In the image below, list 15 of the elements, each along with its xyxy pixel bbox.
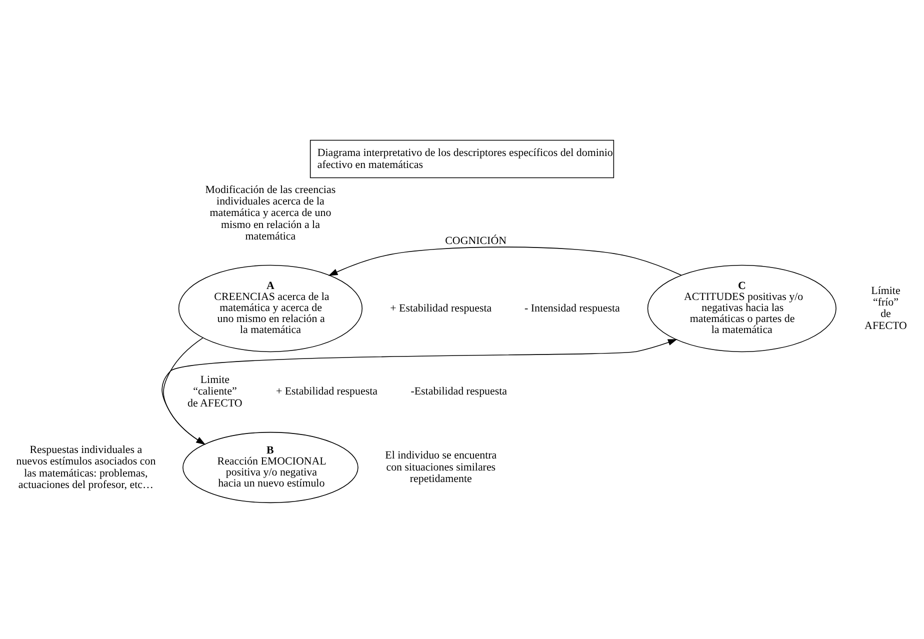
label: Límite “frío” de AFECTO [864, 284, 907, 332]
edge-label: COGNICIÓN [445, 234, 507, 247]
label: Limite “caliente” de AFECTO [188, 374, 242, 409]
label: Respuestas individuales a nuevos estímulos asociados con las matemáticas: problemas, actuaciones del profesor, etc… [16, 443, 156, 490]
node-ellipse: C ACTITUDES positivas y/o negativas hacia las matemáticas o partes de la matemática [647, 264, 836, 352]
node-ellipse: A CREENCIAS acerca de la matemática y acerca de uno mismo en relación a la matemática [178, 264, 363, 352]
node-ellipse: B Reacción EMOCIONAL positiva y/o negativa hacia un nuevo estímulo [182, 431, 358, 503]
label: -Estabilidad respuesta [410, 385, 508, 398]
label: El individuo se encuentra con situaciones similares repetidamente [385, 449, 497, 485]
diagram-title: Diagrama interpretativo de los descriptores específicos del dominio afectivo en matemáticas [317, 146, 613, 170]
label: - Intensidad respuesta [524, 302, 620, 314]
label: + Estabilidad respuesta [276, 385, 378, 398]
label: Modificación de las creencias individuales acerca de la matemática y acerca de uno mismo en relación a la matemática [205, 183, 336, 242]
arrow [328, 246, 682, 276]
label: + Estabilidad respuesta [390, 302, 492, 314]
